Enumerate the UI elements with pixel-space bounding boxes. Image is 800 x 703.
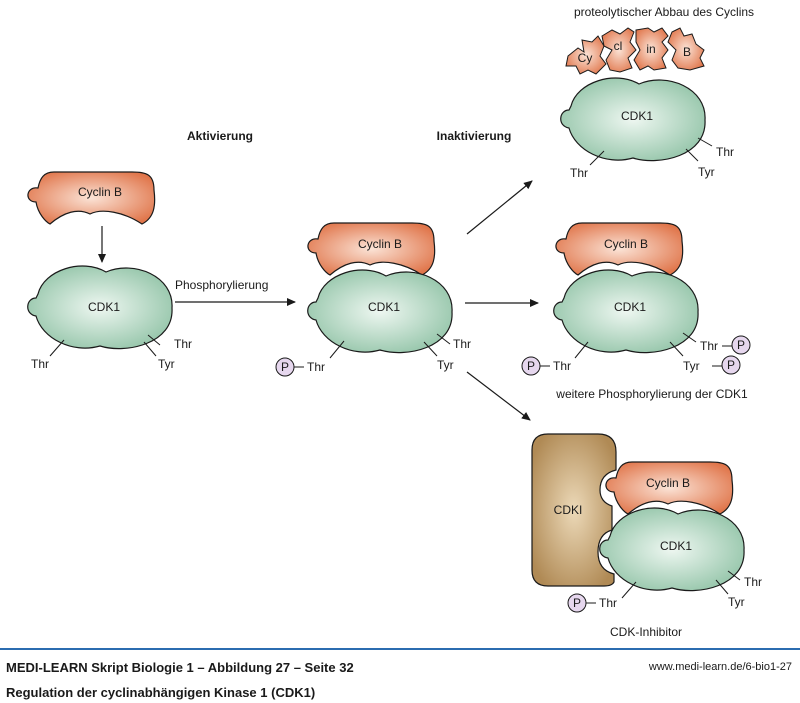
fragment-in xyxy=(633,27,669,71)
fragment-cl xyxy=(601,27,637,73)
cdk1-label: CDK1 xyxy=(660,539,692,553)
cyclin-label: Cyclin B xyxy=(604,237,648,251)
tyr-site-label: Tyr xyxy=(437,358,454,372)
heading-activation: Aktivierung xyxy=(187,129,253,143)
free-cyclin-b: Cyclin B xyxy=(27,171,156,225)
thr-site-label: Thr xyxy=(716,145,734,159)
thr-site-label: Thr xyxy=(700,339,718,353)
thr-site-label: Thr xyxy=(553,359,571,373)
heading-inactivation: Inaktivierung xyxy=(437,129,512,143)
cdk1-label: CDK1 xyxy=(614,300,646,314)
tyr-site-label: Tyr xyxy=(698,165,715,179)
cdk1-label: CDK1 xyxy=(88,300,120,314)
fragment-b xyxy=(667,27,705,71)
phosphate-label: P xyxy=(527,359,535,373)
thr-site-label: Thr xyxy=(174,337,192,351)
thr-site-label: Thr xyxy=(570,166,588,180)
cdki-label: CDKI xyxy=(554,503,583,517)
fragment-cy xyxy=(565,35,607,75)
cyclin-label: Cyclin B xyxy=(78,185,122,199)
inhibited-complex: CDKI Cyclin B CDK1 P Thr Thr Tyr xyxy=(531,433,762,613)
degradation-caption: proteolytischer Abbau des Cyclins xyxy=(574,5,754,19)
figure-title: Regulation der cyclinabhängigen Kinase 1… xyxy=(6,685,316,700)
figure-url[interactable]: www.medi-learn.de/6-bio1-27 xyxy=(648,661,792,673)
cdki-protein xyxy=(531,433,617,587)
figure-footer: MEDI-LEARN Skript Biologie 1 – Abbildung… xyxy=(0,648,800,703)
thr-site-label: Thr xyxy=(307,360,325,374)
footer-divider xyxy=(0,648,800,650)
fragment-label: cl xyxy=(614,39,623,53)
thr-site-label: Thr xyxy=(744,575,762,589)
fragment-label: in xyxy=(646,42,655,56)
tyr-site-label: Tyr xyxy=(683,359,700,373)
phosphate-label: P xyxy=(727,358,735,372)
inhibitor-arrow xyxy=(466,371,531,421)
fragment-label: Cy xyxy=(578,51,593,65)
thr-site-label: Thr xyxy=(31,357,49,371)
thr-site-label: Thr xyxy=(599,596,617,610)
free-cdk1: CDK1 Thr Thr Tyr xyxy=(27,265,192,371)
cyclin-fragments: Cy cl in B xyxy=(565,27,705,75)
degradation-arrow xyxy=(466,180,533,235)
cdk1-label: CDK1 xyxy=(621,109,653,123)
fragment-label: B xyxy=(683,45,691,59)
active-complex: Cyclin B CDK1 P Thr Thr Tyr xyxy=(275,222,471,377)
phosphate-label: P xyxy=(573,596,581,610)
cyclin-label: Cyclin B xyxy=(358,237,402,251)
tyr-site-label: Tyr xyxy=(158,357,175,371)
inactive-cdk1-degraded: CDK1 Thr Thr Tyr xyxy=(560,77,734,180)
cdk1-label: CDK1 xyxy=(368,300,400,314)
cyclin-label: Cyclin B xyxy=(646,476,690,490)
tyr-site-label: Tyr xyxy=(728,595,745,609)
hyperphosphorylated-complex: Cyclin B CDK1 P Thr Thr P Tyr P xyxy=(521,222,751,376)
phosphate-group xyxy=(731,335,751,355)
further-phosphorylation-caption: weitere Phosphorylierung der CDK1 xyxy=(555,387,748,401)
phosphorylation-label: Phosphorylierung xyxy=(175,278,268,292)
thr-site-label: Thr xyxy=(453,337,471,351)
phosphate-label: P xyxy=(281,360,289,374)
inhibitor-caption: CDK-Inhibitor xyxy=(610,625,682,639)
phosphate-group xyxy=(721,355,741,375)
phosphate-label: P xyxy=(737,338,745,352)
figure-source: MEDI-LEARN Skript Biologie 1 – Abbildung… xyxy=(6,660,354,675)
